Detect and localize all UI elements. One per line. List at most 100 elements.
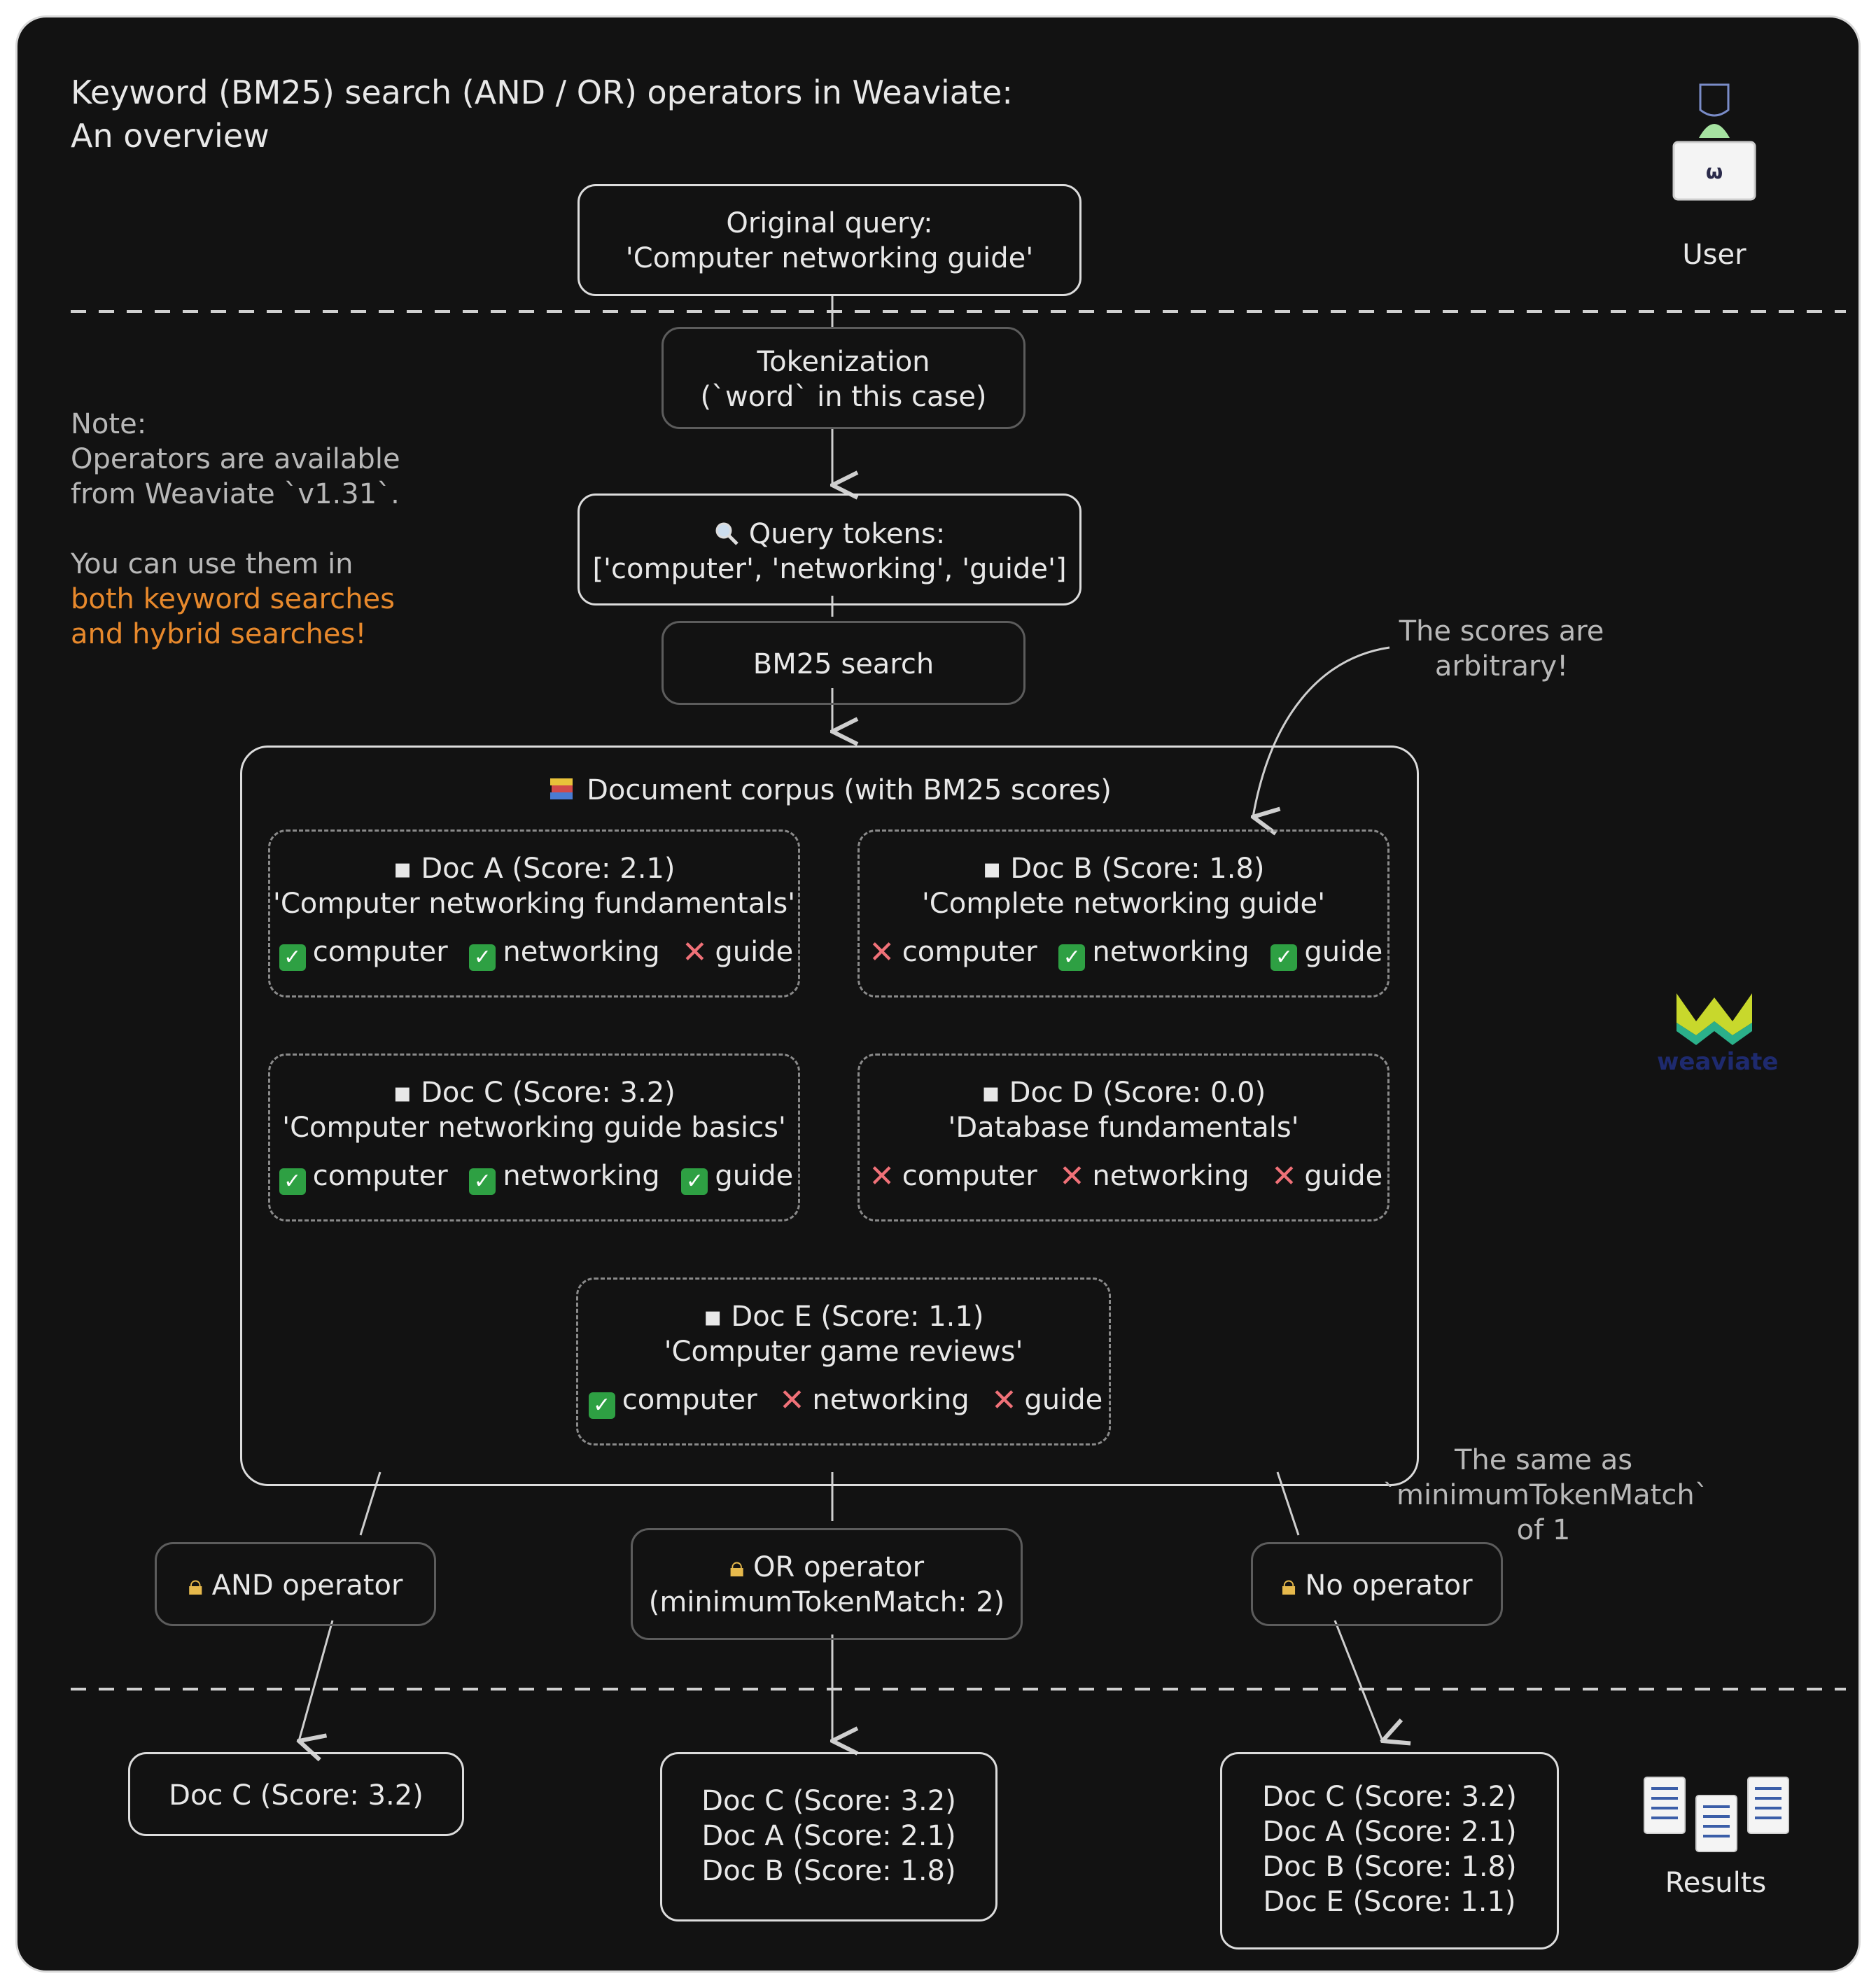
- check-icon: ✓: [588, 1392, 615, 1419]
- term-label: networking: [1092, 1160, 1250, 1192]
- result-item: Doc C (Score: 3.2): [1262, 1781, 1517, 1813]
- no-operator-note-line-1: The same as: [1454, 1444, 1633, 1476]
- term-label: guide: [1304, 1160, 1383, 1192]
- corpus-title: Document corpus (with BM25 scores): [587, 774, 1112, 806]
- original-query-box: Original query: 'Computer networking gui…: [578, 184, 1082, 296]
- results-icon: [1639, 1774, 1807, 1858]
- result-item: Doc A (Score: 2.1): [1262, 1816, 1517, 1848]
- document-icon: ▪: [393, 853, 421, 885]
- no-operator-note-line-2: `minimumTokenMatch`: [1382, 1479, 1709, 1511]
- original-query-label: Original query:: [726, 207, 933, 239]
- check-icon: ✓: [279, 1168, 306, 1195]
- lock-icon: 🔒︎: [188, 1569, 212, 1602]
- doc-title: ▪ Doc E (Score: 1.1): [703, 1301, 984, 1333]
- check-icon: ✓: [1058, 944, 1086, 971]
- no-operator-note-line-3: of 1: [1516, 1514, 1571, 1546]
- check-icon: ✓: [469, 944, 496, 971]
- magnifier-icon: [714, 517, 739, 552]
- term-label: guide: [715, 936, 794, 968]
- and-operator-box: 🔒︎ AND operator: [155, 1542, 436, 1626]
- doc-text: 'Database fundamentals': [948, 1112, 1299, 1144]
- note-line-3: from Weaviate `v1.31`.: [71, 478, 400, 510]
- doc-title: ▪ Doc D (Score: 0.0): [981, 1077, 1266, 1109]
- books-icon: [547, 773, 575, 808]
- original-query-value: 'Computer networking guide': [625, 242, 1034, 274]
- none-result-box: Doc C (Score: 3.2) Doc A (Score: 2.1) Do…: [1220, 1752, 1559, 1949]
- doc-title: ▪ Doc B (Score: 1.8): [982, 853, 1265, 885]
- diagram-canvas: Keyword (BM25) search (AND / OR) operato…: [15, 15, 1861, 1973]
- or-operator-label: 🔒︎ OR operator: [729, 1551, 925, 1583]
- cross-icon: ✕: [869, 1158, 895, 1194]
- results-label: Results: [1665, 1867, 1767, 1899]
- check-icon: ✓: [681, 1168, 708, 1195]
- doc-term-matches: ✕computer ✓networking ✓guide: [860, 932, 1387, 972]
- no-operator-label: 🔒︎ No operator: [1281, 1569, 1473, 1602]
- doc-title: ▪ Doc A (Score: 2.1): [393, 853, 676, 885]
- term-label: computer: [902, 936, 1037, 968]
- or-result-box: Doc C (Score: 3.2) Doc A (Score: 2.1) Do…: [660, 1752, 997, 1921]
- query-tokens-box: Query tokens: ['computer', 'networking',…: [578, 493, 1082, 606]
- doc-card: ▪ Doc A (Score: 2.1) 'Computer networkin…: [268, 830, 800, 997]
- cross-icon: ✕: [990, 1382, 1017, 1418]
- user-label: User: [1682, 239, 1746, 271]
- doc-term-matches: ✕computer ✕networking ✕guide: [860, 1156, 1387, 1196]
- note-line-4: You can use them in: [71, 548, 354, 580]
- tokenization-subtitle: (`word` in this case): [700, 381, 987, 413]
- doc-title: ▪ Doc C (Score: 3.2): [393, 1077, 676, 1109]
- and-result-box: Doc C (Score: 3.2): [128, 1752, 464, 1836]
- scores-note-line-2: arbitrary!: [1434, 650, 1569, 682]
- cross-icon: ✕: [869, 934, 895, 970]
- no-operator-box: 🔒︎ No operator: [1251, 1542, 1503, 1626]
- term-label: computer: [312, 1160, 448, 1192]
- check-icon: ✓: [469, 1168, 496, 1195]
- doc-card: ▪ Doc E (Score: 1.1) 'Computer game revi…: [576, 1278, 1111, 1446]
- bm25-search-box: BM25 search: [662, 621, 1026, 705]
- or-operator-param: (minimumTokenMatch: 2): [648, 1586, 1005, 1618]
- lock-icon: 🔒︎: [1281, 1569, 1306, 1602]
- arrow-corpus-to-and: [359, 1471, 382, 1536]
- term-label: guide: [1304, 936, 1383, 968]
- term-label: computer: [902, 1160, 1037, 1192]
- no-operator-note: The same as `minimumTokenMatch` of 1: [1382, 1443, 1709, 1548]
- or-operator-box: 🔒︎ OR operator (minimumTokenMatch: 2): [631, 1528, 1023, 1640]
- arrow-none-to-result: [1334, 1620, 1382, 1741]
- term-label: networking: [812, 1384, 969, 1416]
- term-label: computer: [312, 936, 448, 968]
- title-line-2: An overview: [71, 117, 270, 155]
- term-label: guide: [715, 1160, 794, 1192]
- doc-card: ▪ Doc C (Score: 3.2) 'Computer networkin…: [268, 1054, 800, 1222]
- result-item: Doc A (Score: 2.1): [701, 1820, 956, 1852]
- tokenization-title: Tokenization: [757, 346, 930, 378]
- term-label: guide: [1024, 1384, 1103, 1416]
- query-tokens-heading: Query tokens:: [580, 517, 1079, 552]
- connectors-layer: [71, 296, 1846, 1973]
- cross-icon: ✕: [1058, 1158, 1085, 1194]
- document-icon: ▪: [393, 1077, 421, 1109]
- title-line-1: Keyword (BM25) search (AND / OR) operato…: [71, 74, 1013, 111]
- doc-text: 'Complete networking guide': [921, 888, 1326, 920]
- doc-text: 'Computer game reviews': [664, 1336, 1023, 1368]
- result-item: Doc E (Score: 1.1): [1263, 1886, 1516, 1918]
- document-corpus-box: Document corpus (with BM25 scores): [240, 746, 1419, 1486]
- query-tokens-value: ['computer', 'networking', 'guide']: [592, 553, 1067, 585]
- result-item: Doc C (Score: 3.2): [169, 1779, 424, 1812]
- doc-card: ▪ Doc D (Score: 0.0) 'Database fundament…: [858, 1054, 1390, 1222]
- term-label: networking: [1092, 936, 1250, 968]
- doc-text: 'Computer networking guide basics': [282, 1112, 786, 1144]
- arrow-and-to-result: [299, 1620, 334, 1741]
- note-line-1: Note:: [71, 408, 147, 440]
- document-icon: ▪: [703, 1301, 732, 1333]
- arrow-scores-note: [1253, 646, 1390, 817]
- lock-icon: 🔒︎: [729, 1551, 753, 1583]
- note-line-5: both keyword searches: [71, 583, 395, 615]
- cross-icon: ✕: [778, 1382, 805, 1418]
- doc-card: ▪ Doc B (Score: 1.8) 'Complete networkin…: [858, 830, 1390, 997]
- scores-note-line-1: The scores are: [1399, 615, 1604, 648]
- note-line-6: and hybrid searches!: [71, 618, 367, 650]
- and-operator-label: 🔒︎ AND operator: [188, 1569, 403, 1602]
- bm25-search-label: BM25 search: [752, 648, 934, 680]
- weaviate-logo: weaviate: [1657, 981, 1779, 1079]
- term-label: networking: [503, 936, 660, 968]
- note-line-2: Operators are available: [71, 443, 400, 475]
- result-item: Doc B (Score: 1.8): [701, 1855, 956, 1887]
